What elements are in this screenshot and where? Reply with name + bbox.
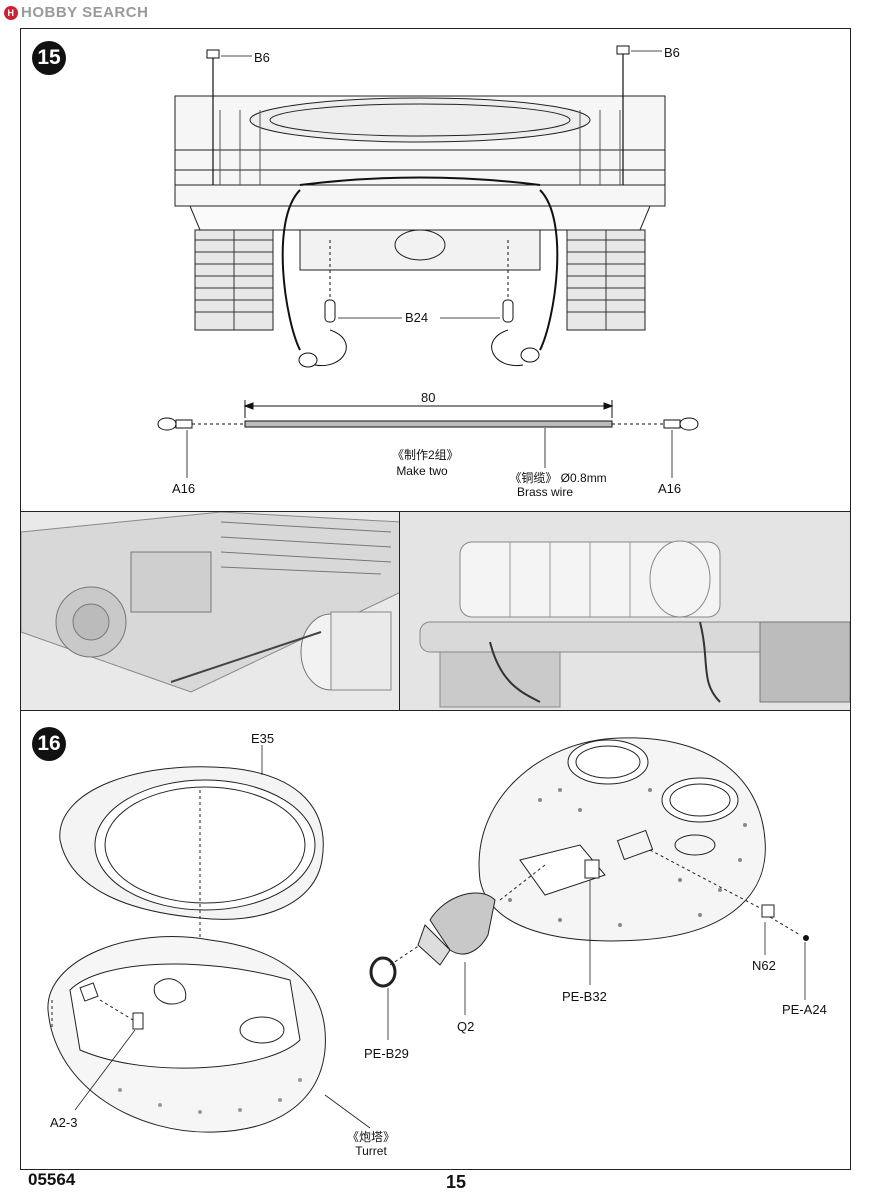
label-make-two-cn: 《制作2组》 bbox=[392, 448, 459, 462]
label-turret-en: Turret bbox=[355, 1144, 387, 1158]
watermark: H HOBBY SEARCH bbox=[4, 4, 148, 21]
label-b6-right: B6 bbox=[664, 45, 680, 60]
label-b6-left: B6 bbox=[254, 50, 270, 65]
page-number: 15 bbox=[446, 1172, 467, 1192]
label-a2-3: A2-3 bbox=[50, 1115, 78, 1130]
label-pe-a24: PE-A24 bbox=[782, 1002, 827, 1017]
label-pe-b32: PE-B32 bbox=[562, 989, 607, 1004]
product-code: 05564 bbox=[28, 1170, 76, 1189]
reference-photo-right bbox=[399, 511, 851, 711]
watermark-text: HOBBY SEARCH bbox=[21, 4, 149, 21]
label-pe-b29: PE-B29 bbox=[364, 1046, 409, 1061]
label-brass-wire-cn: 《铜缆》 Ø0.8mm bbox=[498, 470, 618, 486]
label-a16-left: A16 bbox=[172, 481, 196, 496]
label-a16-right: A16 bbox=[658, 481, 682, 496]
label-n62: N62 bbox=[752, 958, 776, 973]
label-turret-cn: 《炮塔》 bbox=[346, 1130, 395, 1144]
label-b24: B24 bbox=[405, 310, 429, 325]
step16-badge: 16 bbox=[32, 727, 66, 761]
label-length-80: 80 bbox=[421, 390, 436, 405]
label-e35: E35 bbox=[251, 731, 275, 746]
tank-rear-photo-left-icon bbox=[21, 512, 399, 710]
label-brass-dim: Ø0.8mm bbox=[560, 471, 607, 485]
hobby-search-logo-icon: H bbox=[4, 5, 18, 20]
tank-rear-photo-right-icon bbox=[400, 512, 850, 710]
label-q2: Q2 bbox=[457, 1019, 475, 1034]
reference-photo-left bbox=[20, 511, 400, 711]
step15-badge: 15 bbox=[32, 41, 66, 75]
label-make-two-en: Make two bbox=[396, 464, 448, 478]
step16-panel bbox=[20, 710, 851, 1170]
label-brass-wire-en: Brass wire bbox=[516, 485, 573, 499]
label-brass-cn: 《铜缆》 bbox=[509, 471, 558, 485]
